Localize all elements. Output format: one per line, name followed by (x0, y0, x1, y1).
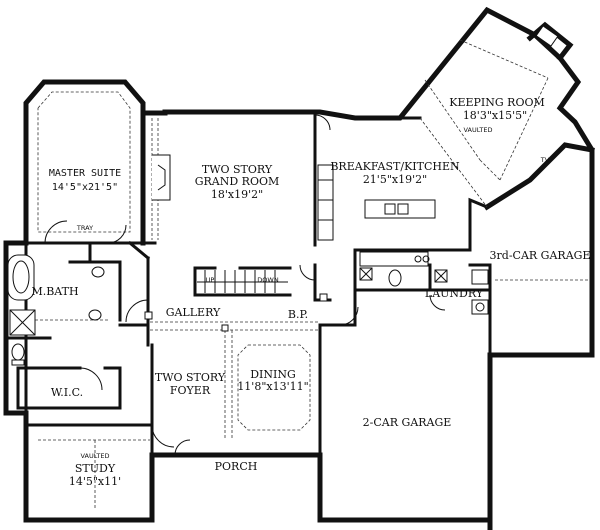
fixtures (7, 25, 559, 366)
master-bath-label: M.BATH (31, 285, 78, 298)
tub (7, 254, 35, 301)
dining-dims: 11'8"x13'11" (237, 380, 308, 393)
grand-room-label-2: GRAND ROOM (195, 175, 280, 188)
study-dims: 14'5"x11' (69, 475, 121, 488)
dining-label: DINING (250, 368, 296, 381)
fireplace (152, 154, 171, 201)
breakfast-kitchen-dims: 21'5"x19'2" (363, 173, 427, 186)
sink (88, 309, 102, 321)
keeping-room-label: KEEPING ROOM (449, 96, 545, 109)
bp-label: B.P. (288, 308, 308, 321)
stair-treads (197, 270, 288, 293)
column (144, 311, 153, 320)
toilet (388, 269, 402, 287)
interior-walls (6, 110, 492, 457)
keeping-room-dims: 18'3"x15'5" (463, 109, 527, 122)
breakfast-kitchen-label: BREAKFAST/KITCHEN (330, 160, 460, 173)
tv-label: TV (540, 156, 550, 164)
wic-label: W.I.C. (51, 386, 83, 399)
master-suite-label: MASTER SUITE (49, 168, 121, 179)
tray-label: TRAY (76, 224, 93, 232)
grand-room-label-1: TWO STORY (202, 163, 273, 176)
study-vaulted: VAULTED (80, 452, 109, 460)
foyer-label-2: FOYER (170, 384, 211, 397)
sink (91, 266, 105, 278)
garage2-label: 2-CAR GARAGE (363, 416, 452, 429)
toilet (11, 343, 25, 361)
washer (471, 269, 489, 285)
column (221, 324, 229, 332)
dryer (471, 299, 489, 315)
garage3-label: 3rd-CAR GARAGE (490, 249, 591, 262)
stair-up-label: UP (206, 276, 215, 284)
study-label: STUDY (75, 462, 116, 475)
door-swings (44, 114, 446, 456)
porch-label: PORCH (215, 460, 258, 473)
stair-down-label: DOWN (257, 276, 279, 284)
room-labels: MASTER SUITE 14'5"x21'5" TRAY TWO STORY … (31, 96, 590, 488)
foyer-label-1: TWO STORY (155, 371, 226, 384)
keeping-room-vaulted: VAULTED (463, 126, 492, 134)
master-suite-dims: 14'5"x21'5" (52, 182, 118, 193)
laundry-label: LAUNDRY (425, 287, 484, 300)
column (319, 293, 328, 302)
gallery-label: GALLERY (166, 306, 221, 319)
grand-room-dims: 18'x19'2" (211, 188, 263, 201)
